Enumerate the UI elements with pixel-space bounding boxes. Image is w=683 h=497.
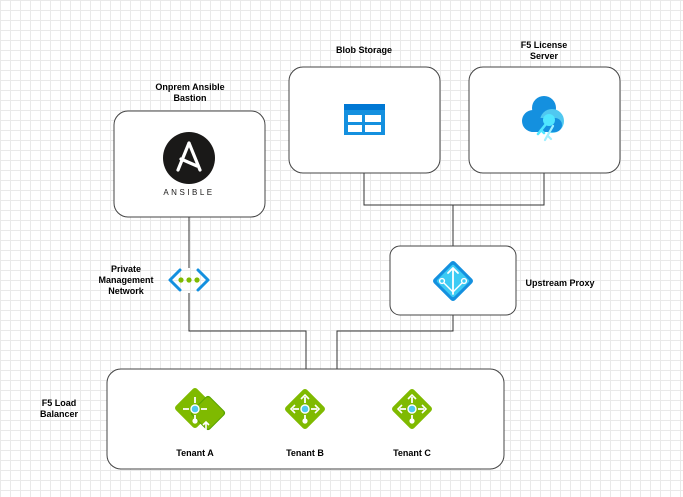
connectors [188, 173, 545, 369]
key-vault-icon [522, 96, 564, 142]
load-balancer-icon [175, 388, 226, 431]
tenant-a-label: Tenant A [176, 448, 214, 458]
edge-proxy-to-lb [336, 315, 454, 369]
edge-network-to-lb [188, 293, 307, 369]
ansible-label-line1: Onprem Ansible [155, 82, 225, 92]
private-network-label-line1: Private [110, 264, 142, 274]
f5-load-balancer-label-line2: Balancer [39, 409, 79, 419]
proxy-icon [433, 261, 473, 301]
f5-license-label: F5 License Server [494, 40, 594, 62]
edge-license-to-proxy [453, 173, 545, 206]
f5-license-label-line2: Server [529, 51, 559, 61]
private-network-icon [168, 268, 210, 292]
private-network-label-line2: Management [98, 275, 154, 285]
upstream-proxy-label: Upstream Proxy [525, 278, 595, 288]
load-balancer-icon [392, 389, 432, 429]
ansible-label-line2: Bastion [173, 93, 207, 103]
f5-license-label-line1: F5 License [520, 40, 568, 50]
blob-storage-label: Blob Storage [335, 45, 392, 55]
ansible-label: Onprem Ansible Bastion [130, 82, 250, 104]
private-network-label: Private Management Network [91, 264, 161, 297]
f5-load-balancer-label: F5 Load Balancer [29, 398, 89, 420]
tenant-b-label: Tenant B [286, 448, 324, 458]
edge-blob-to-proxy [363, 173, 454, 246]
f5-load-balancer-label-line1: F5 Load [41, 398, 77, 408]
tenant-c-label: Tenant C [393, 448, 431, 458]
ansible-logo-text: ANSIBLE [163, 188, 215, 197]
private-network-label-line3: Network [108, 286, 144, 296]
load-balancer-icon [285, 389, 325, 429]
blob-storage-icon [344, 104, 385, 135]
ansible-logo-icon [163, 132, 215, 184]
